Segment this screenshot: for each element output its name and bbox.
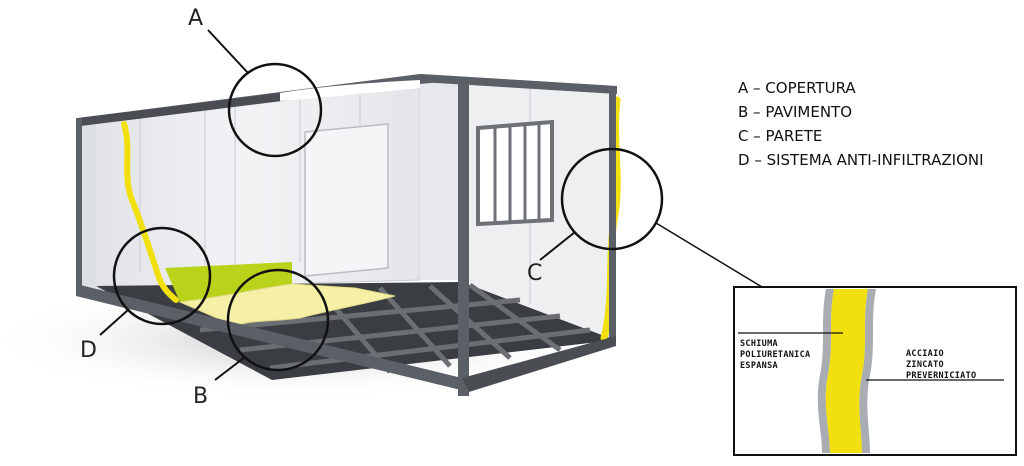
svg-text:SCHIUMA POLIURETANICA: SCHIUMA POLIURETANICA ESPANSA (740, 339, 816, 371)
inset-foam-core (825, 289, 868, 453)
callout-letter-c: C (527, 261, 542, 286)
legend-item-anti-infiltrazioni: D – SISTEMA ANTI-INFILTRAZIONI (738, 151, 984, 169)
legend-item-copertura: A – COPERTURA (738, 79, 856, 97)
roof-top (78, 74, 615, 126)
inset-label-right-1: ACCIAIO (906, 349, 944, 359)
base-frame-right (462, 336, 616, 392)
inset-label-right-2: ZINCATO (906, 360, 944, 370)
callout-letter-d: D (80, 338, 97, 363)
inset-label-right-3: PREVERNICIATO (906, 371, 976, 381)
legend: A – COPERTURA B – PAVIMENTO C – PARETE D… (738, 76, 984, 172)
end-wall-left (80, 120, 96, 290)
inset-label-left-2: POLIURETANICA (740, 350, 810, 360)
roof-panel-white (280, 80, 420, 101)
inset-steel-left (817, 289, 834, 453)
inset-steel-right (859, 289, 876, 453)
inset-leader-line (655, 222, 763, 288)
callout-circle-d (99, 226, 212, 336)
detail-inset (733, 286, 1017, 456)
callout-circle-b (214, 268, 330, 381)
base-frame-front (76, 284, 469, 392)
inset-label-left-1: SCHIUMA (740, 339, 778, 349)
window (476, 119, 554, 227)
roof-rail-right (420, 74, 617, 94)
callout-letter-b: B (193, 384, 208, 409)
seal-strip-left (121, 121, 179, 303)
corner-post-front-right (458, 78, 469, 396)
interior-door (304, 123, 389, 277)
legend-item-pavimento: B – PAVIMENTO (738, 103, 853, 121)
corner-post-left (76, 118, 82, 290)
legend-item-parete: C – PARETE (738, 127, 823, 145)
callout-letter-a: A (188, 6, 203, 31)
inset-label-left-3: ESPANSA (740, 361, 778, 371)
corner-post-back-right (609, 92, 616, 342)
callout-circle-c (539, 147, 664, 261)
svg-text:ACCIAIO ZINCATO PREVER: ACCIAIO ZINCATO PREVERNICIATO (906, 349, 976, 381)
back-wall-right (420, 78, 462, 280)
callout-circle-a (207, 29, 323, 158)
